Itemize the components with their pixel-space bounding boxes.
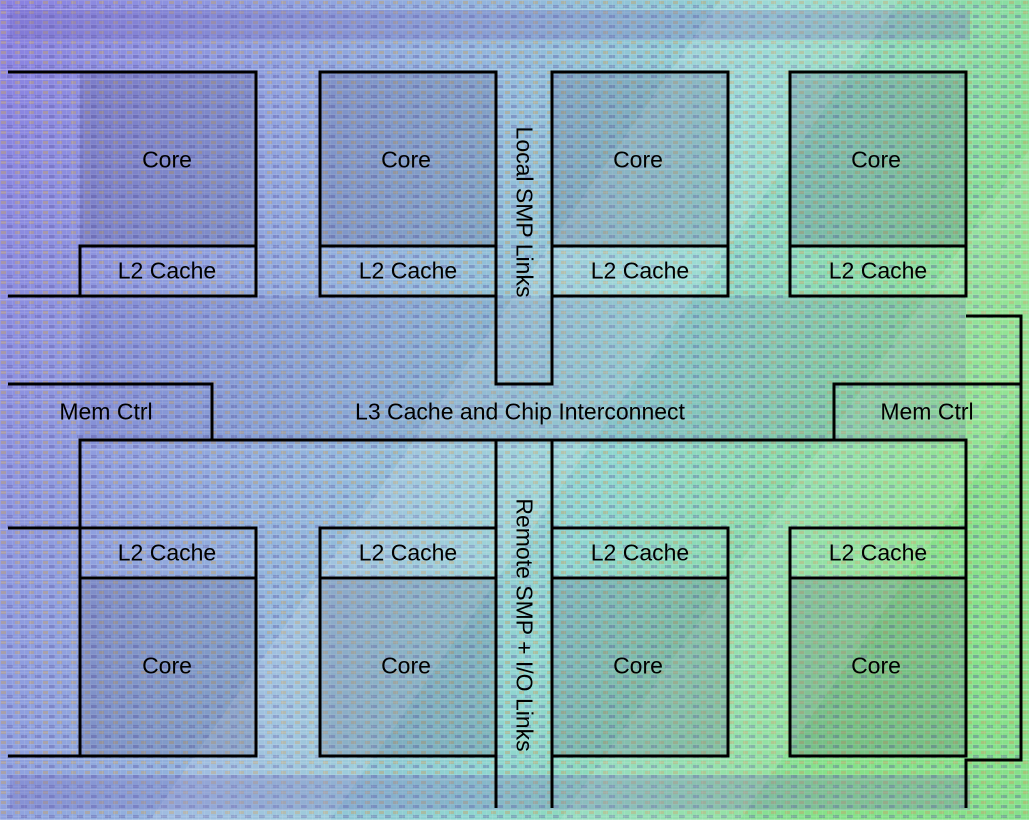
mem-ctrl-left-label: Mem Ctrl — [59, 398, 153, 425]
outline-core-br1 — [550, 526, 730, 758]
l2-label-tl2: L2 Cache — [358, 257, 458, 284]
core-label-br2: Core — [851, 652, 901, 679]
l2-label-tr1: L2 Cache — [590, 257, 690, 284]
l2-label-bl1: L2 Cache — [117, 539, 217, 566]
core-region-br2 — [790, 578, 966, 756]
core-region-tr1 — [552, 72, 728, 246]
core-label-tl1: Core — [142, 146, 192, 173]
l2-label-br1: L2 Cache — [590, 539, 690, 566]
top-io-strip — [10, 10, 970, 40]
bottom-io-strip — [10, 775, 970, 810]
outline-l2-tl1 — [78, 244, 258, 298]
core-region-tl2 — [320, 72, 496, 246]
outline-core-bl1 — [78, 578, 258, 758]
l2-label-bl2: L2 Cache — [358, 539, 458, 566]
core-label-tr2: Core — [851, 146, 901, 173]
outline-top-right — [788, 70, 968, 298]
outline-right-io — [964, 314, 1023, 808]
l2-label-tr2: L2 Cache — [828, 257, 928, 284]
outline-core-bl2 — [318, 526, 498, 758]
watermark-band — [150, 0, 900, 820]
core-region-bl2 — [320, 578, 496, 756]
core-region-bl1 — [80, 578, 256, 756]
outline-l2-bl1 — [78, 526, 258, 580]
core-label-tl2: Core — [381, 146, 431, 173]
core-label-br1: Core — [613, 652, 663, 679]
l2-label-tl1: L2 Cache — [117, 257, 217, 284]
l3-region — [80, 296, 966, 444]
core-region-tr2 — [790, 72, 966, 246]
l2-label-br2: L2 Cache — [828, 539, 928, 566]
local-smp-links-label: Local SMP Links — [511, 126, 538, 298]
outline-core-br2 — [788, 526, 968, 758]
core-label-bl2: Core — [381, 652, 431, 679]
watermark-band-2 — [560, 150, 1029, 820]
mem-ctrl-right-label: Mem Ctrl — [880, 398, 974, 425]
l3-cache-label: L3 Cache and Chip Interconnect — [355, 398, 685, 425]
core-region-tl1 — [80, 72, 256, 246]
core-region-br1 — [552, 578, 728, 756]
core-label-tr1: Core — [613, 146, 663, 173]
core-label-bl1: Core — [142, 652, 192, 679]
remote-smp-io-links-label: Remote SMP + I/O Links — [511, 498, 538, 752]
outline-local-smp — [494, 72, 554, 386]
